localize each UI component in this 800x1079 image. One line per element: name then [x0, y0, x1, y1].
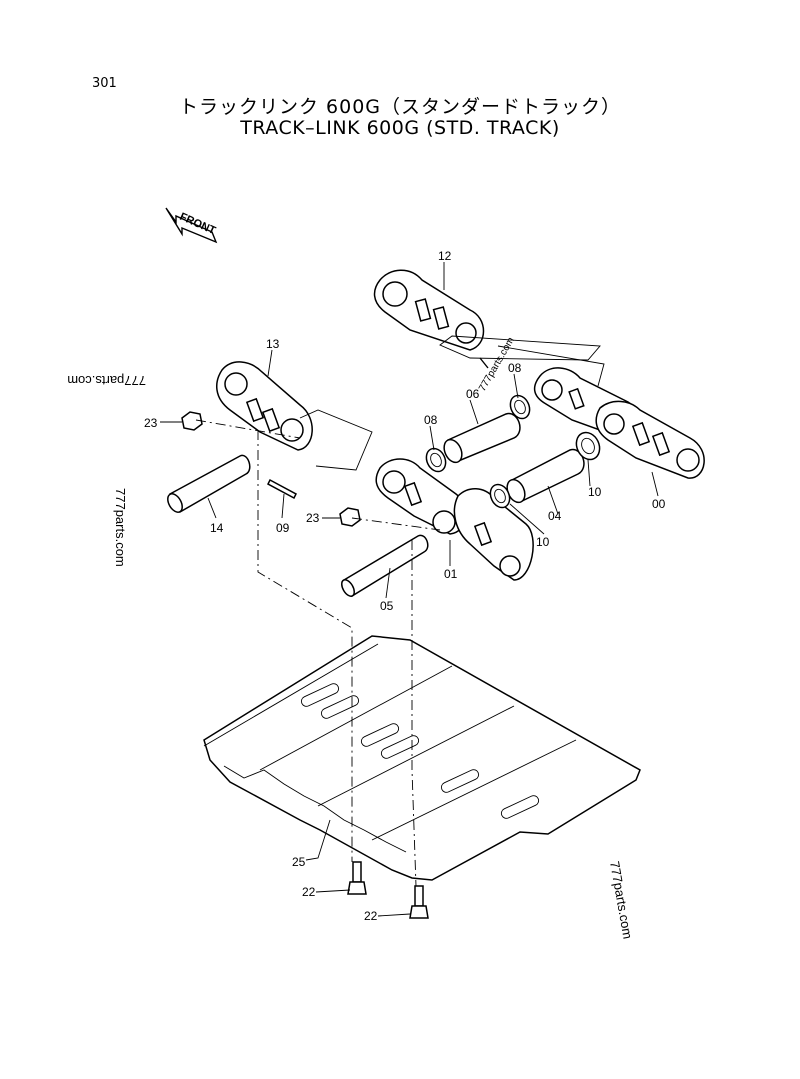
- cotter-pin-09: [267, 478, 297, 500]
- callout-00: 00: [652, 497, 666, 511]
- callout-08-lower: 08: [424, 413, 438, 427]
- track-shoe-25: [203, 635, 641, 881]
- watermark-2: 777parts.com: [113, 488, 128, 567]
- callout-22-left: 22: [302, 885, 316, 899]
- track-link-13: [216, 361, 313, 451]
- title-japanese: トラックリンク 600G（スタンダードトラック）: [178, 96, 622, 118]
- callout-12: 12: [438, 249, 452, 263]
- title-english: TRACK–LINK 600G (STD. TRACK): [240, 117, 560, 139]
- track-link-00: [533, 367, 705, 479]
- watermark-1: 777parts.com: [67, 373, 146, 388]
- bushing-06: [443, 412, 521, 464]
- seal-08-left: [425, 447, 447, 473]
- track-link-01: [375, 458, 534, 581]
- callout-23-upper: 23: [144, 416, 158, 430]
- nut-23-upper: [181, 411, 203, 431]
- pin-14: [167, 454, 251, 514]
- bolt-22-left: [347, 861, 367, 895]
- callout-04: 04: [548, 509, 562, 523]
- callout-10-left: 10: [536, 535, 550, 549]
- seal-10-right: [575, 431, 601, 461]
- callout-06: 06: [466, 387, 480, 401]
- callout-01: 01: [444, 567, 458, 581]
- front-label: FRONT: [178, 211, 218, 237]
- page-number: 301: [92, 76, 117, 91]
- watermark-3: 777parts.com: [607, 860, 635, 940]
- track-link-12: [373, 269, 485, 351]
- callout-13: 13: [266, 337, 280, 351]
- leader-lines: [160, 262, 659, 917]
- callout-22-right: 22: [364, 909, 378, 923]
- callout-25: 25: [292, 855, 306, 869]
- callout-08-upper: 08: [508, 361, 522, 375]
- callout-10-right: 10: [588, 485, 602, 499]
- pin-05: [341, 534, 429, 598]
- callout-23-lower: 23: [306, 511, 320, 525]
- seal-10-left: [489, 483, 511, 509]
- callout-14: 14: [210, 521, 224, 535]
- bolt-22-right: [409, 885, 429, 919]
- callout-09: 09: [276, 521, 290, 535]
- nut-23-lower: [339, 507, 361, 527]
- callout-05: 05: [380, 599, 394, 613]
- bushing-04: [506, 448, 585, 504]
- seal-08-right: [509, 394, 531, 420]
- front-arrow-icon: FRONT: [165, 207, 218, 244]
